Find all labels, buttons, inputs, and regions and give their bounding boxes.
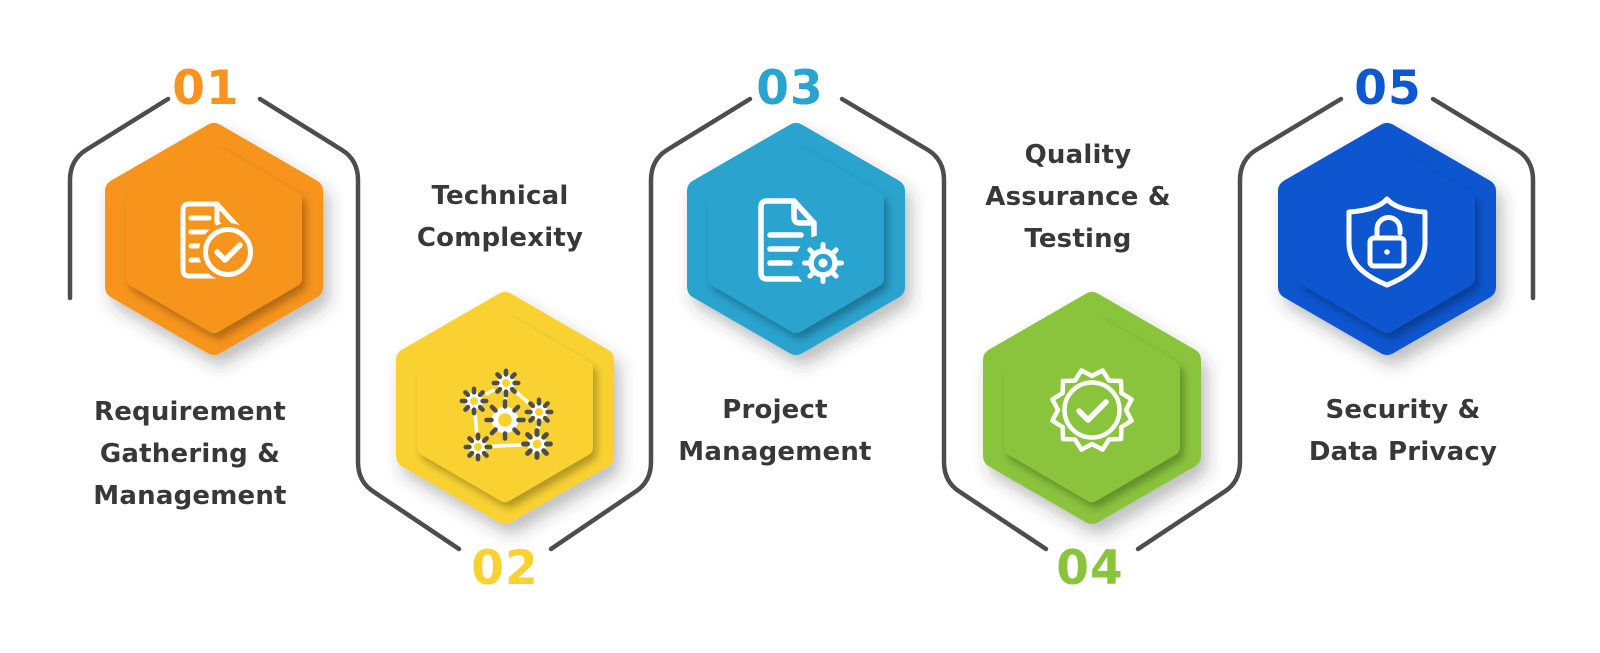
document-gear-icon — [758, 198, 851, 291]
step-label-line: Project — [722, 395, 828, 425]
step-label-line: Data Privacy — [1308, 437, 1498, 467]
step-label-line: Quality — [1024, 140, 1132, 170]
step-label-line: Requirement — [93, 397, 286, 427]
hexagon-3 — [687, 123, 905, 355]
step-number: 02 — [471, 541, 539, 596]
step-label: Security & Data Privacy — [1243, 389, 1563, 473]
hexagon-2 — [396, 292, 614, 524]
step-label-line: Technical — [431, 181, 569, 211]
step-number: 04 — [1056, 541, 1124, 596]
connector-line-left-end — [67, 96, 171, 301]
step-number: 03 — [756, 61, 824, 116]
shield-lock-icon — [1346, 196, 1428, 288]
step-label: Quality Assurance & Testing — [918, 134, 1238, 260]
step-label-line: Management — [93, 481, 287, 511]
step-label: Requirement Gathering & Management — [30, 391, 350, 517]
step-label-line: Gathering & — [99, 439, 281, 469]
connector-line-1-2 — [257, 96, 462, 552]
hexagon-inner — [708, 145, 884, 333]
step-label-line: Management — [678, 437, 872, 467]
quality-badge-icon — [1050, 368, 1134, 452]
hexagon-5 — [1278, 123, 1496, 355]
step-label: Technical Complexity — [340, 175, 660, 259]
gear-network-icon — [461, 370, 553, 461]
hexagon-inner — [1004, 314, 1180, 502]
step-label-line: Security & — [1325, 395, 1481, 425]
hexagon-1 — [105, 123, 323, 355]
step-label-line: Assurance & — [985, 182, 1171, 212]
hexagon-4 — [983, 292, 1201, 524]
connector-line-3-4 — [839, 96, 1049, 552]
connector-line-2-3 — [548, 96, 753, 552]
connector-line-4-5 — [1135, 96, 1344, 552]
step-label: Project Management — [615, 389, 935, 473]
step-number: 01 — [172, 61, 240, 116]
document-check-icon — [180, 201, 257, 281]
step-label-line: Complexity — [416, 223, 584, 253]
step-number: 05 — [1354, 61, 1422, 116]
connector-line-right-end — [1430, 96, 1536, 301]
step-label-line: Testing — [1024, 224, 1132, 254]
